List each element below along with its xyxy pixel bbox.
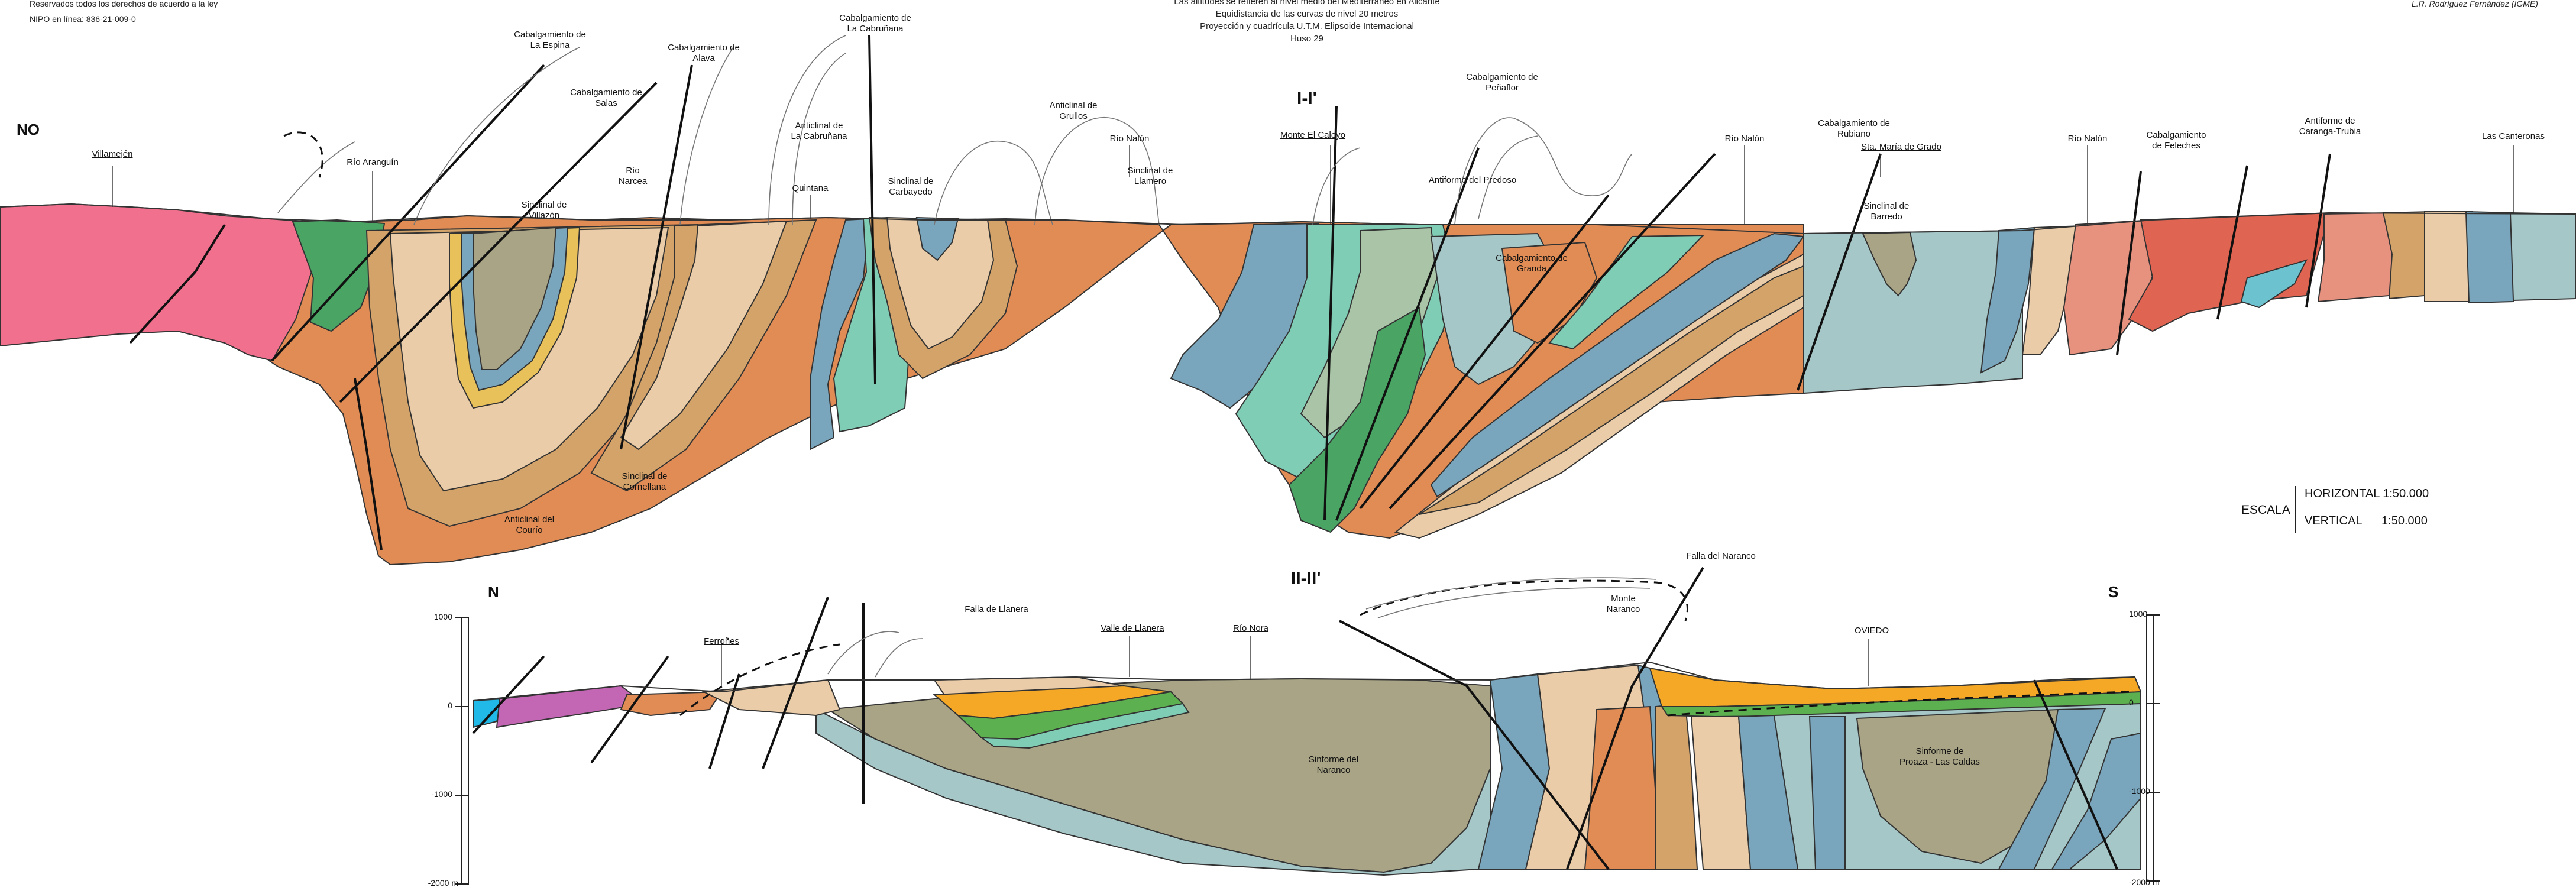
label-cabalgamiento-la-espina: Cabalgamiento de La Espina <box>514 30 586 50</box>
unit-cyan <box>473 698 504 728</box>
unit-salmon-far <box>2317 212 2396 303</box>
label-anticlinal-grullos: Anticlinal de Grullos <box>1049 101 1098 121</box>
left-tick-minus-1000: -1000 <box>431 789 452 799</box>
label-valle-de-llanera: Valle de Llanera <box>1101 623 1164 633</box>
scale-horizontal: HORIZONTAL 1:50.000 <box>2305 487 2429 500</box>
label-rio-nora: Río Nora <box>1232 623 1269 633</box>
fold-steel-3 <box>915 216 959 261</box>
label-cabalgamiento-la-cabrunana: Cabalgamiento de La Cabruñana <box>839 13 911 34</box>
unit-teal-wedge <box>2240 259 2308 309</box>
unit-teal-llanera <box>979 702 1190 749</box>
label-villamejen: Villamején <box>92 149 133 159</box>
fold-cream-3 <box>886 216 995 350</box>
eroded-traces-section-1 <box>277 35 1633 225</box>
section-1-geology <box>0 35 2576 566</box>
unit-grey-blue-wrap <box>815 708 1491 876</box>
note-contour: Equidistancia de las curvas de nivel 20 … <box>1215 9 1399 19</box>
scale-vertical: VERTICAL 1:50.000 <box>2305 514 2428 527</box>
rights-notice: Reservados todos los derechos de acuerdo… <box>30 0 218 8</box>
left-elevation-scale <box>455 617 469 885</box>
unit-teal-belt <box>1548 234 1705 350</box>
note-projection: Proyección y cuadrícula U.T.M. Elipsoide… <box>1200 21 1414 31</box>
unit-cream-left <box>701 679 841 717</box>
scale-word: ESCALA <box>2241 503 2290 517</box>
label-sinforme-proaza-las-caldas: Sinforme de Proaza - Las Caldas <box>1899 746 1980 767</box>
label-rio-aranguin: Río Aranguín <box>347 157 399 167</box>
left-tick-minus-2000: -2000 m <box>428 878 458 887</box>
unit-steel-far <box>2465 210 2514 304</box>
label-las-canteronas: Las Canteronas <box>2482 131 2545 141</box>
direction-northwest: NO <box>17 121 40 138</box>
nipo-code: NIPO en línea: 836-21-009-0 <box>30 14 136 24</box>
direction-north: N <box>488 583 499 601</box>
label-cabalgamiento-feleches: Cabalgamiento de Feleches <box>2146 130 2206 151</box>
label-rio-narcea: Río Narcea <box>618 166 648 186</box>
label-anticlinal-la-cabrunana: Anticlinal de La Cabruñana <box>791 121 847 141</box>
label-cabalgamiento-granda: Cabalgamiento de Granda <box>1496 253 1568 274</box>
label-antiforme-predoso: Antiforme del Predoso <box>1428 175 1517 185</box>
label-rio-nalon-2: Río Nalón <box>1724 134 1765 144</box>
section-2-geology <box>455 566 2160 885</box>
unit-green-core <box>1288 306 1426 533</box>
scale-block: ESCALA HORIZONTAL 1:50.000 VERTICAL 1:50… <box>2241 485 2454 533</box>
label-cabalgamiento-alava: Cabalgamiento de Alava <box>668 43 740 63</box>
topography-line-1 <box>0 203 2576 235</box>
label-sta-maria-de-grado: Sta. María de Grado <box>1861 142 1941 152</box>
label-sinclinal-cornellana: Sinclinal de Cornellana <box>622 471 668 492</box>
label-falla-del-naranco: Falla del Naranco <box>1686 551 1756 561</box>
topography-line-2 <box>473 661 2135 701</box>
unit-steel-belt <box>1430 232 1805 498</box>
section-1-title: I-I' <box>1297 89 1317 108</box>
label-sinclinal-villazon: Sinclinal de Villazón <box>521 200 567 221</box>
label-sinforme-naranco: Sinforme del Naranco <box>1308 754 1359 775</box>
label-cabalgamiento-salas: Cabalgamiento de Salas <box>570 88 642 108</box>
label-monte-naranco: Monte Naranco <box>1606 594 1640 614</box>
label-ferrones: Ferroñes <box>703 636 740 646</box>
label-cabalgamiento-penaflor: Cabalgamiento de Peñaflor <box>1466 72 1538 93</box>
eroded-traces-section-2 <box>827 577 1656 678</box>
label-quintana: Quintana <box>792 183 829 193</box>
note-altitude: Las altitudes se refieren al nivel medio… <box>1174 0 1440 7</box>
label-antiforme-caranga-trubia: Antiforme de Caranga-Trubia <box>2299 116 2361 137</box>
label-rio-nalon-3: Río Nalón <box>2067 134 2108 144</box>
dashed-traces-section-2 <box>679 579 2130 717</box>
direction-south: S <box>2108 583 2119 601</box>
right-elevation-scale <box>2146 614 2160 882</box>
note-zone: Huso 29 <box>1290 34 1323 44</box>
fold-cream-2 <box>620 220 788 451</box>
unit-steel-right-4 <box>2051 732 2141 870</box>
label-sinclinal-carbayedo: Sinclinal de Carbayedo <box>888 176 934 197</box>
map-notes: Las altitudes se refieren al nivel medio… <box>1041 0 1573 45</box>
unit-cream-far <box>2424 211 2473 302</box>
unit-tan-mid <box>1655 702 1698 870</box>
label-monte-el-caleyo: Monte El Caleyo <box>1280 130 1346 140</box>
fold-olive-core <box>473 226 557 370</box>
right-tick-0: 0 <box>2129 698 2134 707</box>
label-leaders <box>112 145 2514 686</box>
label-falla-de-llanera: Falla de Llanera <box>965 604 1028 614</box>
right-tick-minus-1000: -1000 <box>2129 786 2150 796</box>
right-tick-1000: 1000 <box>2129 609 2148 618</box>
dashed-traces-section-1 <box>283 131 323 178</box>
section-2-title: II-II' <box>1291 569 1321 588</box>
scale-divider <box>2295 486 2296 533</box>
right-tick-minus-2000: -2000 m <box>2129 877 2160 887</box>
unit-pink <box>0 203 315 362</box>
faults-section-2 <box>472 566 2118 870</box>
unit-olive-barredo <box>1862 231 1917 297</box>
label-oviedo: OVIEDO <box>1854 626 1889 636</box>
unit-steel-left-proaza <box>1808 716 1846 870</box>
label-rio-nalon-1: Río Nalón <box>1109 134 1150 144</box>
label-anticlinal-courio: Anticlinal del Courío <box>504 514 555 535</box>
faults-section-1 <box>129 35 2331 550</box>
label-cabalgamiento-rubiano: Cabalgamiento de Rubiano <box>1818 118 1890 139</box>
unit-steel-right-3 <box>1998 707 2106 870</box>
author-credit: L.R. Rodríguez Fernández (IGME) <box>2412 0 2538 8</box>
label-sinclinal-llamero: Sinclinal de Llamero <box>1127 166 1173 186</box>
label-sinclinal-barredo: Sinclinal de Barredo <box>1863 201 1910 222</box>
left-tick-0: 0 <box>448 701 452 710</box>
unit-grey-blue-far <box>2509 212 2576 302</box>
left-tick-1000: 1000 <box>433 612 452 621</box>
